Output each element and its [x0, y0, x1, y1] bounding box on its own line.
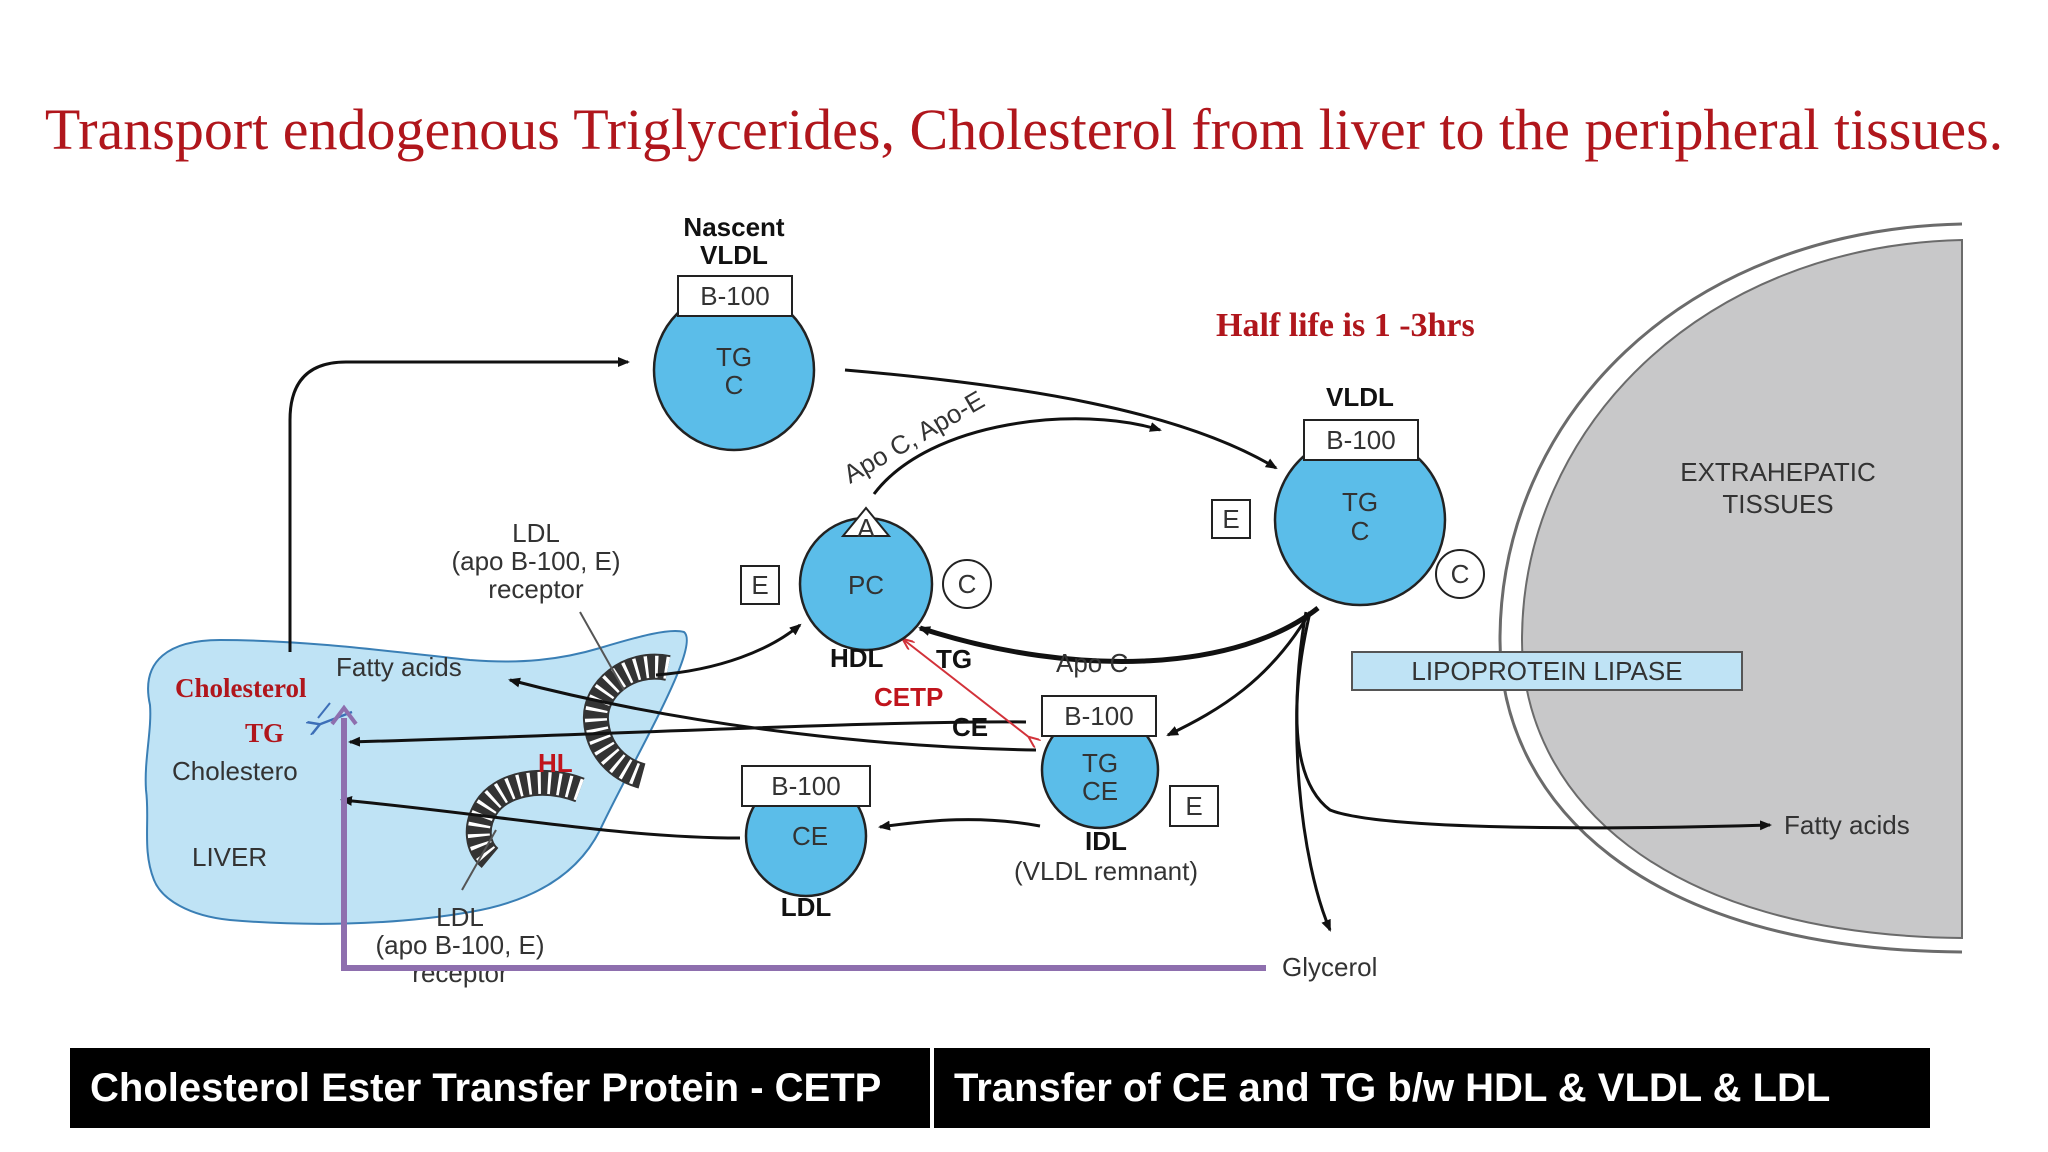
cetp-transfer-arrow [904, 640, 1030, 738]
vldl-apo-c: C [1451, 559, 1470, 589]
idl-sublabel: (VLDL remnant) [1014, 856, 1198, 886]
hdl-apo-a-triangle [840, 506, 892, 537]
vldl-apo-box [1303, 419, 1419, 461]
idl-apo: B-100 [1064, 701, 1133, 731]
ldl-label: LDL [781, 892, 832, 922]
apo-c-label: Apo C [1056, 648, 1128, 678]
receptor-top-line2: (apo B-100, E) [451, 546, 620, 576]
ldl-receptor-bottom-shape [465, 769, 585, 868]
arrow-idl-to-ldl [878, 818, 1041, 831]
arrow-idl-to-liver [508, 677, 1037, 752]
glycerol-return-line [341, 718, 1266, 971]
vldl-apo-e-box [1211, 499, 1251, 539]
arrow-vldl-to-idl [1166, 611, 1312, 737]
tg-transfer-label: TG [936, 644, 972, 674]
apo-c-apo-e-label: Apo C, Apo-E [838, 384, 989, 489]
hdl-apo-e-box [740, 565, 780, 605]
liver-cholesterol-label: Cholestero [172, 756, 298, 786]
arrow-ldl-to-liver [340, 795, 741, 840]
hdl-apo-c: C [958, 569, 977, 599]
lipoprotein-diagram: EXTRAHEPATIC TISSUES LIPOPROTEIN LIPASE … [144, 212, 1963, 988]
receptor-top-pointer [579, 611, 625, 691]
cetp-label: CETP [874, 682, 943, 712]
fatty-acids-out-label: Fatty acids [1784, 810, 1910, 840]
vldl-content1: TG [1342, 487, 1378, 517]
ldl-apo: B-100 [771, 771, 840, 801]
half-life-label: Half life is 1 -3hrs [1216, 307, 1475, 344]
page-title: Transport endogenous Triglycerides, Chol… [44, 97, 2004, 162]
extrahepatic-tissue-shape [1498, 222, 1963, 954]
receptor-bottom-line2: (apo B-100, E) [375, 930, 544, 960]
receptor-top-line3: receptor [488, 574, 584, 604]
vldl-apo-c-circle [1435, 549, 1485, 599]
idl-apo-box [1041, 695, 1157, 737]
bottom-bar-transfer: Transfer of CE and TG b/w HDL & VLDL & L… [934, 1048, 1930, 1128]
lipoprotein-lipase-label: LIPOPROTEIN LIPASE [1411, 656, 1682, 686]
hdl-label: HDL [830, 643, 884, 673]
vldl-apo: B-100 [1326, 425, 1395, 455]
hdl-apo-c-circle [942, 559, 992, 609]
idl-content2: CE [1082, 776, 1118, 806]
red-tg-label: TG [245, 718, 284, 748]
nascent-vldl-apo-box [677, 275, 793, 317]
hl-label: HL [538, 748, 573, 778]
nascent-vldl-content2: C [725, 370, 744, 400]
ce-transfer-label: CE [952, 712, 988, 742]
liver-label: LIVER [192, 842, 267, 872]
nascent-vldl-line1: Nascent [683, 212, 784, 242]
bottom-bar-cetp: Cholesterol Ester Transfer Protein - CET… [70, 1048, 930, 1128]
extrahepatic-line2: TISSUES [1722, 489, 1833, 519]
vldl-content2: C [1351, 516, 1370, 546]
nascent-vldl-content1: TG [716, 342, 752, 372]
receptor-bottom-pointer [461, 829, 497, 891]
vldl-apo-e: E [1222, 504, 1239, 534]
idl-apo-e: E [1185, 791, 1202, 821]
red-cholesterol-label: Cholesterol [175, 673, 307, 703]
extrahepatic-line1: EXTRAHEPATIC [1680, 457, 1876, 487]
arrow-glycerol [1295, 611, 1332, 932]
receptor-bottom-line3: receptor [412, 958, 508, 988]
receptor-bottom-line1: LDL [436, 902, 484, 932]
arrow-apo-transfer [872, 417, 1162, 495]
liver-fatty-acids-label: Fatty acids [336, 652, 462, 682]
hdl-core: PC [848, 570, 884, 600]
vldl-label: VLDL [1326, 382, 1394, 412]
ldl-apo-box [741, 765, 871, 807]
nascent-vldl-apo: B-100 [700, 281, 769, 311]
idl-content1: TG [1082, 748, 1118, 778]
hdl-apo-a: A [857, 513, 875, 543]
nascent-vldl-line2: VLDL [700, 240, 768, 270]
receptor-top-line1: LDL [512, 518, 560, 548]
cholesterol-pointer [317, 702, 331, 719]
hdl-apo-e: E [751, 570, 768, 600]
arrow-liver-to-hdl [655, 623, 802, 677]
ldl-content: CE [792, 821, 828, 851]
arrow-liver-to-nascent-vldl [288, 357, 630, 652]
arrow-nascent-to-vldl [844, 368, 1278, 470]
ldl-receptor-top-shape [583, 653, 671, 789]
purple-arrow-head-icon [330, 704, 358, 726]
glycerol-label: Glycerol [1282, 952, 1377, 982]
idl-apo-e-box [1169, 785, 1219, 827]
lipoprotein-lipase-box [1351, 651, 1743, 691]
idl-label: IDL [1085, 826, 1127, 856]
